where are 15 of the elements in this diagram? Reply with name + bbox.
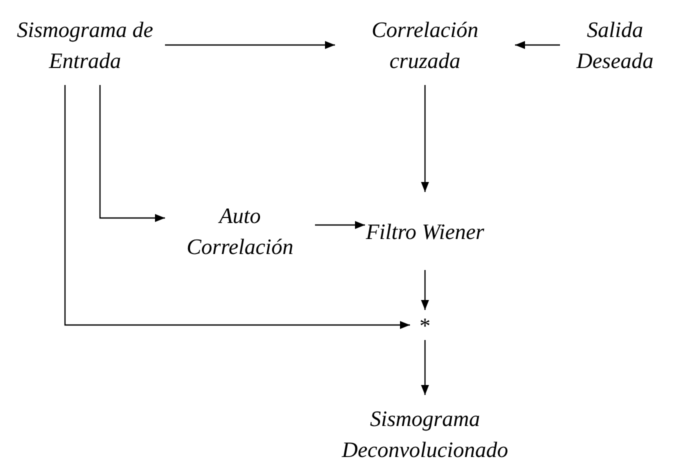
arrow <box>421 270 429 310</box>
arrow <box>421 85 429 192</box>
arrow <box>421 340 429 395</box>
node-label: * <box>420 312 430 340</box>
arrow <box>64 85 410 329</box>
arrow <box>515 41 560 49</box>
arrow <box>165 41 335 49</box>
node-label: Filtro Wiener <box>366 218 484 246</box>
arrow <box>99 85 165 222</box>
node-label: Salida Deseada <box>575 16 654 75</box>
node-label: Auto Correlación <box>186 202 294 261</box>
arrow <box>315 221 365 229</box>
node-label: Correlación cruzada <box>370 16 480 75</box>
node-label: Sismograma Deconvolucionado <box>340 405 510 464</box>
node-label: Sismograma de Entrada <box>16 16 154 75</box>
